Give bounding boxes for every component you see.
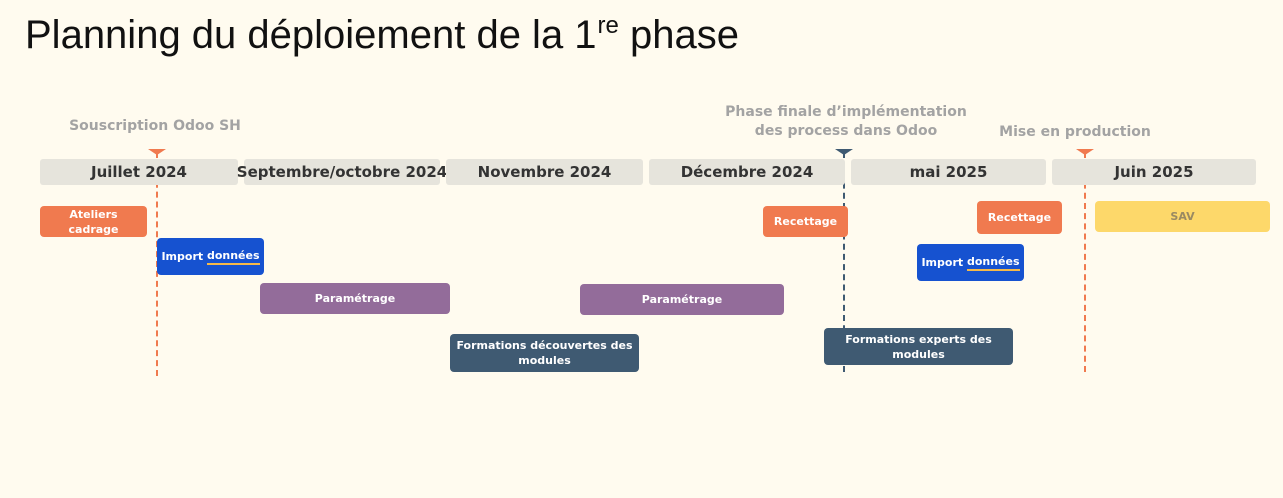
title-superscript: re: [597, 12, 619, 39]
task-import-emph: données: [206, 248, 260, 265]
milestone-marker-mise-en-production: [1076, 149, 1094, 155]
task-recettage-1: Recettage: [763, 206, 848, 237]
task-formations-experts: Formations experts des modules: [824, 328, 1013, 365]
title-main: Planning du déploiement de la 1: [25, 13, 597, 57]
task-ateliers-cadrage: Ateliers cadrage: [40, 206, 147, 237]
milestone-line-mise-en-production: [1084, 152, 1086, 372]
month-juillet-2024: Juillet 2024: [40, 159, 238, 185]
month-mai-2025: mai 2025: [851, 159, 1046, 185]
task-import-donnees-2: Import données: [917, 244, 1024, 281]
title-suffix: phase: [618, 13, 739, 57]
milestone-marker-souscription: [148, 149, 166, 155]
month-novembre-2024: Novembre 2024: [446, 159, 643, 185]
milestone-label-souscription: Souscription Odoo SH: [69, 118, 241, 134]
milestone-marker-phase-finale: [835, 149, 853, 155]
month-decembre-2024: Décembre 2024: [649, 159, 845, 185]
task-import-prefix: Import: [921, 256, 967, 269]
milestone-label-phase-finale: Phase finale d’implémentation des proces…: [725, 104, 967, 139]
page-title: Planning du déploiement de la 1re phase: [25, 12, 739, 58]
task-import-donnees-1: Import données: [157, 238, 264, 275]
task-import-prefix: Import: [161, 250, 207, 263]
milestone-line-phase-finale: [843, 152, 845, 372]
milestone-label-mise-en-production: Mise en production: [999, 124, 1151, 140]
task-recettage-2: Recettage: [977, 201, 1062, 234]
task-parametrage-1: Paramétrage: [260, 283, 450, 314]
task-sav: SAV: [1095, 201, 1270, 232]
task-parametrage-2: Paramétrage: [580, 284, 784, 315]
month-septembre-octobre-2024: Septembre/octobre 2024: [237, 159, 447, 185]
month-juin-2025: Juin 2025: [1052, 159, 1256, 185]
task-formations-decouvertes: Formations découvertes des modules: [450, 334, 639, 372]
task-import-emph: données: [966, 254, 1020, 271]
